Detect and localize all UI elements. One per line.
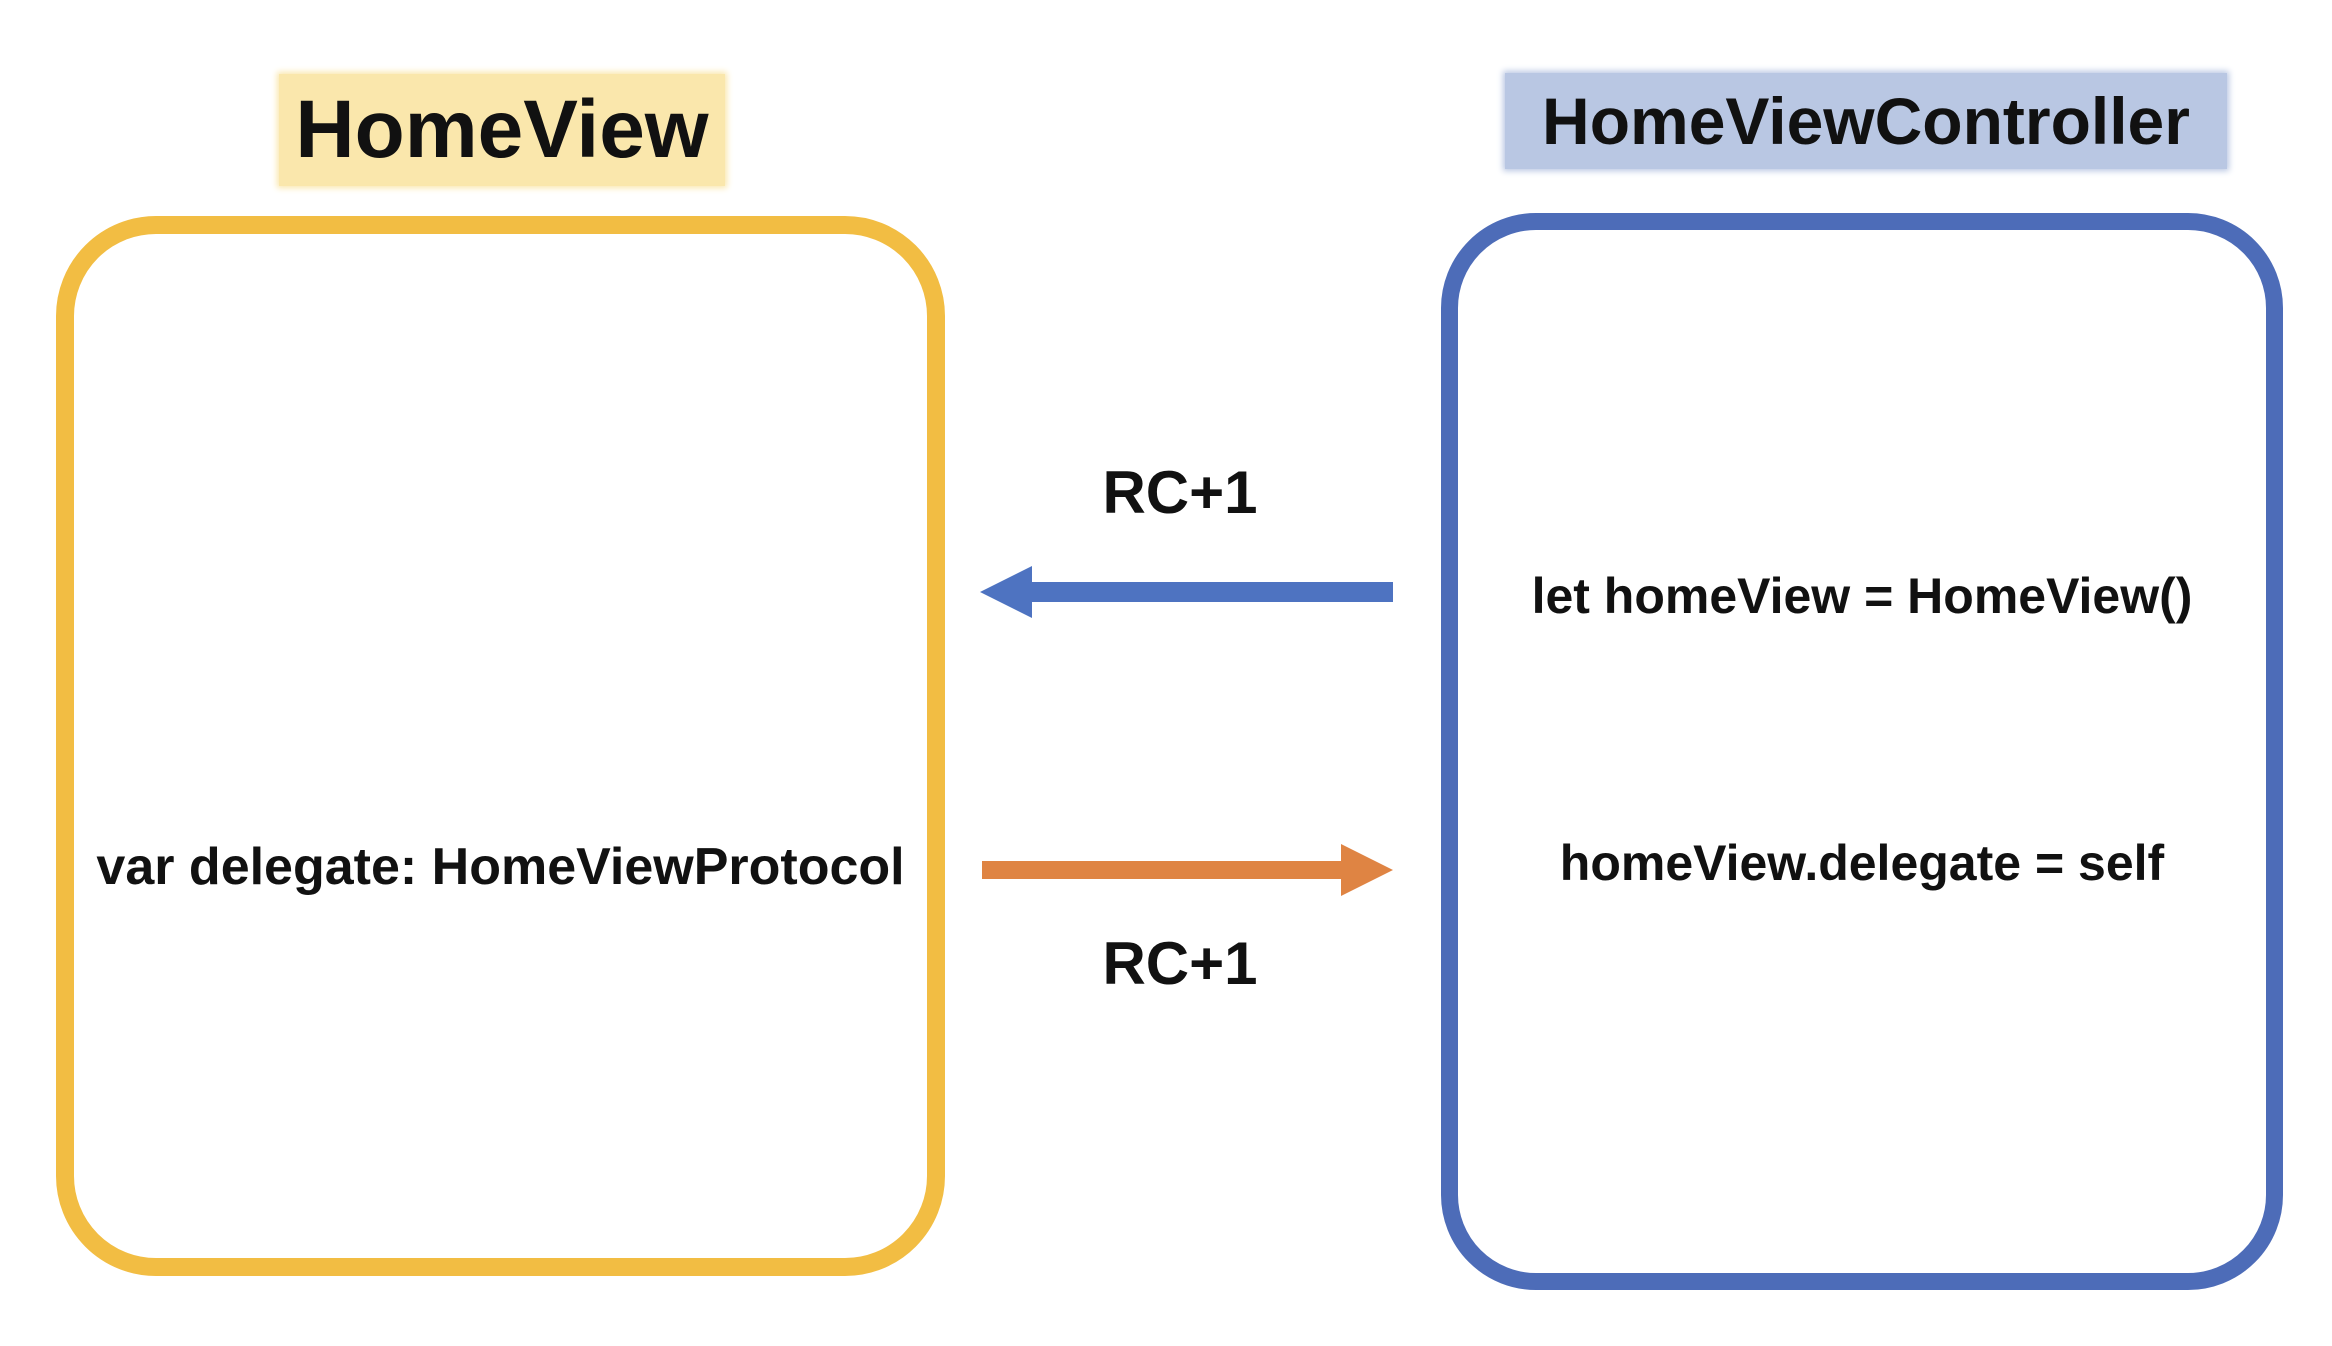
orange-arrow-rc-label: RC+1 xyxy=(1102,929,1258,997)
orange-arrow-head-icon xyxy=(1341,844,1393,896)
blue-arrow-head-icon xyxy=(980,566,1032,618)
blue-arrow-rc-label: RC+1 xyxy=(1102,458,1258,526)
orange-arrow-shaft xyxy=(982,861,1341,879)
homeviewcontroller-title: HomeViewController xyxy=(1505,73,2227,169)
homeviewcontroller-box xyxy=(1441,213,2283,1290)
homeview-delegate-declaration: var delegate: HomeViewProtocol xyxy=(96,838,905,896)
homeview-title: HomeView xyxy=(279,74,725,186)
blue-arrow-shaft xyxy=(1032,582,1393,602)
homeview-box xyxy=(56,216,945,1276)
homeview-init-statement: let homeView = HomeView() xyxy=(1531,568,2193,624)
delegate-assignment-statement: homeView.delegate = self xyxy=(1559,835,2165,891)
